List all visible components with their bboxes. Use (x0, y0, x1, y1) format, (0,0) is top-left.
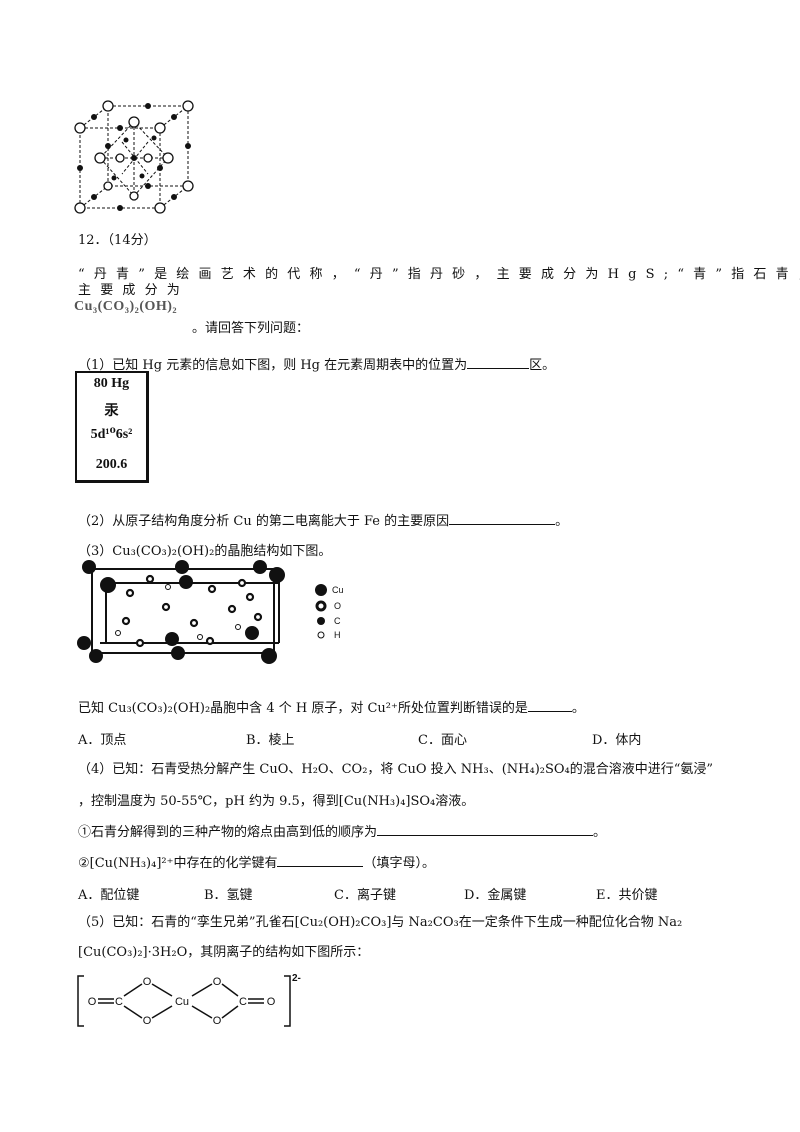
legend-h-label: H (334, 630, 341, 640)
unit-cell-figure (77, 560, 285, 664)
anion-cu: Cu (175, 996, 189, 1008)
part2-prompt: （2）从原子结构角度分析 Cu 的第二电离能大于 Fe 的主要原因。 (78, 511, 568, 531)
part4-sub1-answer-blank[interactable] (377, 822, 594, 836)
anion-o-top-right: O (213, 976, 222, 988)
question-intro-line3: 。请回答下列问题： (192, 321, 310, 336)
part3-question: 已知 Cu₃(CO₃)₂(OH)₂晶胞中含 4 个 H 原子，对 Cu²⁺所处位… (78, 698, 585, 718)
anion-charge: 2- (292, 973, 301, 984)
part3-option-a[interactable]: A．顶点 (78, 733, 127, 748)
crystal-lattice-figure (74, 100, 194, 214)
legend-cu-marker (315, 584, 327, 596)
part3-option-c[interactable]: C．面心 (418, 733, 467, 748)
part1-answer-blank[interactable] (467, 355, 530, 369)
part1-prompt: （1）已知 Hg 元素的信息如下图，则 Hg 在元素周期表中的位置为区。 (78, 355, 555, 375)
anion-c-right: C (239, 996, 247, 1008)
question-number: 12．（14分） (78, 233, 157, 248)
anion-o-bottom-right: O (213, 1015, 222, 1027)
legend-o-marker (315, 600, 327, 612)
part3-option-b[interactable]: B．棱上 (246, 733, 295, 748)
legend-c-label: C (334, 616, 341, 626)
anion-o-bottom-left: O (143, 1015, 152, 1027)
part4-sub2: ②[Cu(NH₃)₄]²⁺中存在的化学键有（填字母）。 (78, 853, 435, 873)
legend-o-label: O (334, 601, 342, 611)
hg-number-symbol: 80 Hg (93, 376, 130, 391)
part4-sub2-answer-blank[interactable] (277, 853, 364, 867)
question-intro-line2: 主要成分为 (78, 283, 190, 298)
part4-line1: （4）已知：石青受热分解产生 CuO、H₂O、CO₂，将 CuO 投入 NH₃、… (78, 762, 714, 777)
anion-o-left: O (88, 996, 97, 1008)
hg-element-card: 80 Hg 汞 5d¹⁰6s² 200.6 (75, 371, 149, 483)
anion-structure: O C O O Cu O O C O 2- (77, 973, 301, 1027)
question-intro-line1: “丹青”是绘画艺术的代称，“丹”指丹砂，主要成分为HgS;“青”指石青， (78, 267, 800, 282)
anion-c-left: C (115, 996, 123, 1008)
legend-h-marker (317, 631, 325, 639)
part4-option-b[interactable]: B．氢键 (204, 888, 253, 903)
legend-c-marker (317, 617, 325, 625)
formula-image: Cu₃(CO₃)₂(OH)₂ (74, 299, 178, 314)
part4-option-d[interactable]: D．金属键 (464, 888, 527, 903)
anion-o-top-left: O (143, 976, 152, 988)
hg-config: 5d¹⁰6s² (90, 427, 133, 442)
part4-sub1: ①石青分解得到的三种产物的熔点由高到低的顺序为。 (78, 822, 606, 842)
part4-option-a[interactable]: A．配位键 (78, 888, 140, 903)
unit-cell-legend (315, 584, 327, 639)
anion-o-right: O (267, 996, 276, 1008)
part4-line2: ，控制温度为 50-55℃，pH 约为 9.5，得到[Cu(NH₃)₄]SO₄溶… (78, 794, 475, 809)
hg-name: 汞 (104, 404, 119, 419)
part4-option-e[interactable]: E．共价键 (596, 888, 658, 903)
hg-mass: 200.6 (95, 457, 128, 472)
part2-answer-blank[interactable] (449, 511, 556, 525)
part3-option-d[interactable]: D．体内 (592, 733, 642, 748)
legend-cu-label: Cu (332, 585, 344, 595)
part5-line1: （5）已知：石青的“孪生兄弟”孔雀石[Cu₂(OH)₂CO₃]与 Na₂CO₃在… (78, 915, 683, 930)
part5-line2: [Cu(CO₃)₂]·3H₂O，其阴离子的结构如下图所示： (78, 945, 370, 960)
part3-caption: （3）Cu₃(CO₃)₂(OH)₂的晶胞结构如下图。 (78, 544, 332, 559)
part4-option-c[interactable]: C．离子键 (334, 888, 396, 903)
part3-answer-blank[interactable] (527, 698, 572, 712)
